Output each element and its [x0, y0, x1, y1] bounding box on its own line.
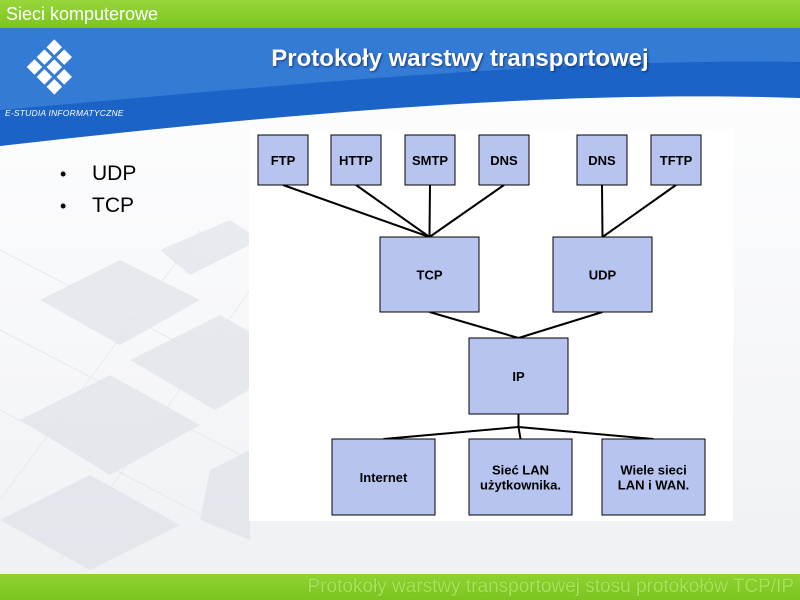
protocol-box-smtp-label: SMTP: [412, 153, 448, 168]
bullet-list: UDP TCP: [60, 158, 136, 222]
connector-line: [429, 311, 519, 339]
protocol-box-tftp: TFTP: [650, 134, 702, 186]
slide-title: Protokoły warstwy transportowej: [271, 45, 649, 72]
protocol-box-dns-label: DNS: [490, 153, 518, 168]
protocol-box-ip-label: IP: [512, 369, 525, 384]
protocol-box-tcp-label: TCP: [417, 268, 443, 283]
protocol-box-tcp: TCP: [379, 236, 480, 313]
protocol-stack-diagram: FTP HTTP SMTP DNS DNS TFTP TCP UDP IP Internet Sie…: [257, 134, 706, 516]
footer-bar: Protokoły warstwy transportowej stosu pr…: [0, 574, 800, 600]
e-studia-logo-icon: [26, 39, 72, 95]
bullet-item: UDP: [60, 158, 136, 190]
protocol-box-ip: IP: [468, 337, 569, 415]
protocol-stack-panel: FTP HTTP SMTP DNS DNS TFTP TCP UDP IP Internet Sie…: [249, 129, 733, 521]
connector-line: [518, 311, 603, 339]
connector-line: [518, 426, 654, 440]
bullet-item: TCP: [60, 190, 136, 222]
protocol-box-dns-label: DNS: [588, 153, 616, 168]
connector-line: [428, 184, 505, 238]
course-title: Sieci komputerowe: [6, 4, 159, 24]
connector-line: [355, 184, 431, 238]
protocol-box-udp: UDP: [552, 236, 653, 313]
protocol-box-http: HTTP: [330, 134, 382, 186]
connector-line: [601, 184, 604, 238]
network-box-2-label: Sieć LAN: [492, 463, 549, 478]
top-bar: Sieci komputerowe: [0, 0, 800, 28]
protocol-box-ftp-label: FTP: [271, 153, 296, 168]
connector-line: [282, 184, 430, 238]
protocol-box-smtp: SMTP: [404, 134, 456, 186]
protocol-box-udp-label: UDP: [589, 268, 617, 283]
connector-line: [601, 184, 677, 238]
protocol-box-http-label: HTTP: [339, 153, 373, 168]
network-box-2-label: użytkownika.: [480, 478, 561, 493]
connector-line: [428, 184, 431, 238]
network-box-1-label: Internet: [360, 470, 408, 485]
protocol-box-ftp: FTP: [257, 134, 309, 186]
network-box-1: Internet: [331, 438, 436, 516]
footer-text: Protokoły warstwy transportowej stosu pr…: [307, 576, 794, 597]
protocol-box-tftp-label: TFTP: [660, 153, 693, 168]
connector-line: [383, 426, 519, 440]
protocol-box-dns: DNS: [478, 134, 530, 186]
protocol-box-dns: DNS: [576, 134, 628, 186]
connector-line: [517, 426, 522, 440]
logo-caption: E-STUDIA INFORMATYCZNE: [5, 108, 124, 118]
network-box-3-label: Wiele sieci: [620, 463, 686, 478]
network-box-3-label: LAN i WAN.: [618, 478, 690, 493]
